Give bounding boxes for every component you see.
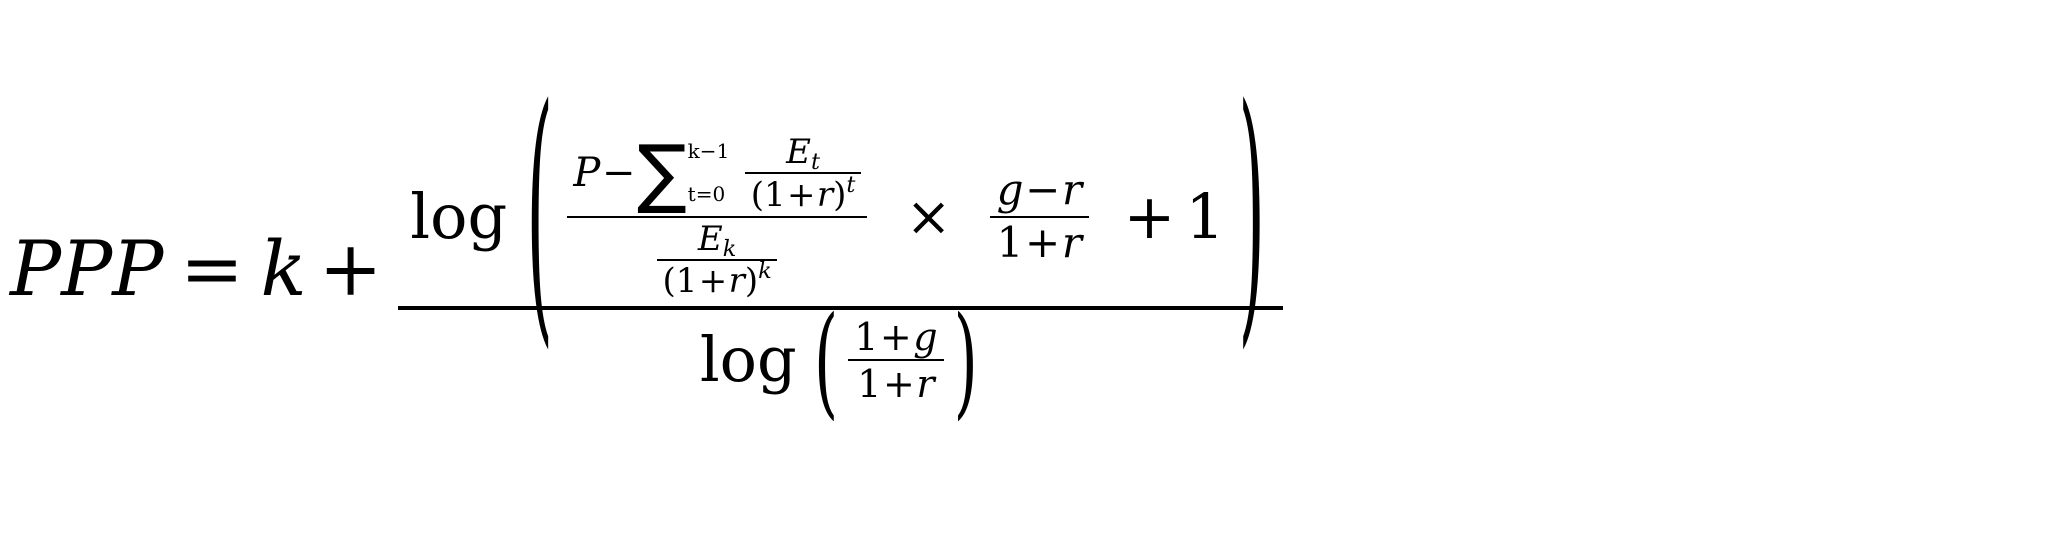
main-fraction-numerator: log ( P − ∑ bbox=[398, 77, 1283, 353]
fraction-bar bbox=[745, 172, 861, 175]
fraction-bar bbox=[657, 258, 778, 261]
E-subscript-k: k bbox=[722, 236, 737, 263]
r-symbol: r bbox=[816, 174, 834, 215]
ratio-denominator: 1+r bbox=[851, 361, 940, 403]
plus-sign: + bbox=[879, 314, 912, 359]
exponent-t: t bbox=[846, 171, 856, 198]
one-literal: 1 bbox=[996, 217, 1024, 267]
summation-limits: k−1 t=0 bbox=[687, 138, 730, 207]
plus-sign: + bbox=[698, 261, 728, 302]
k-term: k bbox=[260, 224, 307, 313]
one-literal: 1 bbox=[857, 362, 882, 407]
lower-limit-value: 0 bbox=[712, 182, 726, 207]
close-paren-denominator: ) bbox=[953, 289, 978, 432]
exponent-k: k bbox=[758, 258, 772, 285]
lower-limit-equals: = bbox=[695, 182, 713, 207]
fraction-bar bbox=[989, 215, 1089, 218]
equals-sign: = bbox=[180, 224, 244, 313]
summation-lower-limit: t=0 bbox=[687, 182, 730, 207]
p-symbol: P bbox=[573, 150, 601, 197]
main-fraction-bar bbox=[398, 305, 1284, 310]
cashflow-t-denominator: (1+r)t bbox=[745, 171, 861, 215]
growth-spread-denominator: 1+r bbox=[990, 218, 1089, 264]
E-symbol-k: E bbox=[697, 218, 723, 259]
paren-open: ( bbox=[662, 261, 676, 302]
inner-big-fraction: P − ∑ k−1 t=0 bbox=[566, 135, 868, 302]
upper-limit-value: 1 bbox=[716, 138, 730, 163]
plus-sign-main: + bbox=[318, 224, 383, 313]
lower-limit-var: t bbox=[687, 182, 696, 207]
fraction-bar bbox=[848, 359, 944, 362]
open-paren-numerator: ( bbox=[526, 55, 554, 375]
g-symbol: g bbox=[996, 165, 1024, 215]
r-symbol: r bbox=[916, 362, 935, 407]
one-literal: 1 bbox=[854, 314, 879, 359]
ratio-numerator: 1+g bbox=[848, 318, 944, 360]
r-symbol: r bbox=[1061, 217, 1082, 267]
one-literal: 1 bbox=[675, 261, 698, 302]
cashflow-t-numerator: Et bbox=[781, 131, 826, 176]
log-label-numerator: log bbox=[410, 179, 508, 253]
growth-spread-numerator: g−r bbox=[990, 169, 1089, 215]
formula-left-hand-side: PPP = k + bbox=[10, 231, 395, 307]
r-symbol: r bbox=[728, 261, 745, 302]
multiplication-sign: × bbox=[905, 184, 952, 249]
inner-fraction-numerator: P − ∑ k−1 t=0 bbox=[567, 135, 867, 216]
summation-upper-limit: k−1 bbox=[687, 138, 730, 163]
upper-limit-base: k bbox=[687, 138, 700, 163]
cashflow-k-numerator: Ek bbox=[692, 218, 741, 263]
paren-close: ) bbox=[744, 261, 759, 302]
cashflow-k-denominator: (1+r)k bbox=[657, 258, 777, 302]
paren-open: ( bbox=[750, 174, 764, 215]
ppp-symbol: PPP bbox=[10, 224, 164, 313]
E-symbol-t: E bbox=[786, 131, 811, 172]
g-symbol: g bbox=[913, 314, 938, 359]
plus-sign: + bbox=[882, 362, 915, 407]
minus-sign: − bbox=[1025, 165, 1061, 215]
open-paren-denominator: ( bbox=[814, 289, 839, 432]
plus-sign: + bbox=[787, 174, 816, 215]
upper-limit-minus: − bbox=[699, 138, 717, 163]
log-label-denominator: log bbox=[699, 323, 797, 397]
one-literal-inner: 1 bbox=[1185, 179, 1225, 253]
summation-operator: ∑ k−1 t=0 bbox=[637, 128, 730, 217]
r-symbol: r bbox=[1062, 165, 1083, 215]
growth-discount-ratio-fraction: 1+g 1+r bbox=[848, 318, 944, 403]
E-subscript-t: t bbox=[810, 149, 820, 176]
plus-sign: + bbox=[1025, 217, 1061, 267]
inner-fraction-denominator: Ek (1+r)k bbox=[651, 218, 784, 302]
one-literal: 1 bbox=[764, 174, 786, 215]
plus-sign-inner: + bbox=[1123, 179, 1176, 253]
main-fraction-denominator: log ( 1+g 1+r ) bbox=[688, 300, 994, 421]
discounted-cashflow-k-fraction: Ek (1+r)k bbox=[657, 218, 778, 302]
sigma-icon: ∑ bbox=[637, 128, 687, 217]
close-paren-numerator: ) bbox=[1238, 55, 1266, 375]
discounted-cashflow-t-fraction: Et (1+r)t bbox=[745, 135, 861, 212]
minus-sign-numerator: − bbox=[601, 150, 636, 197]
growth-spread-fraction: g−r 1+r bbox=[989, 169, 1089, 264]
paren-close: ) bbox=[833, 174, 847, 215]
main-fraction: log ( P − ∑ bbox=[398, 77, 1284, 421]
inner-fraction-bar bbox=[566, 215, 868, 218]
